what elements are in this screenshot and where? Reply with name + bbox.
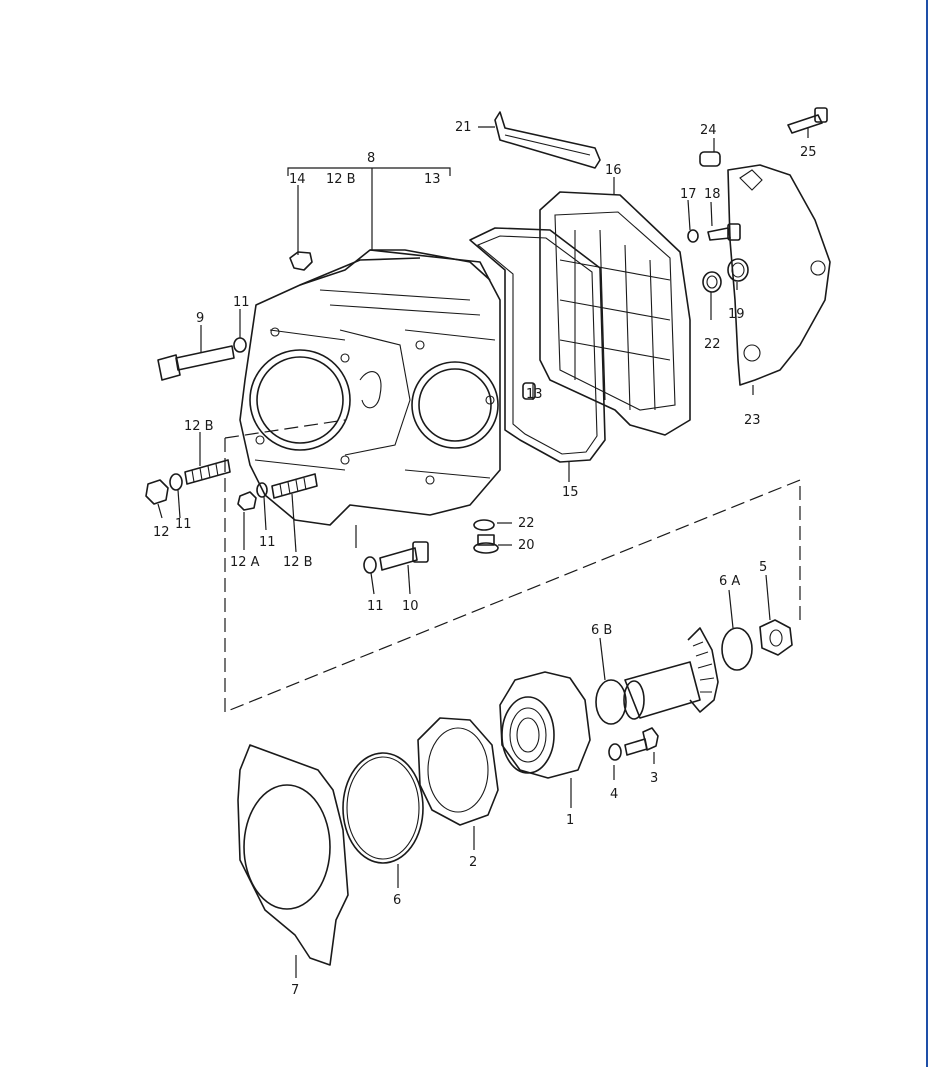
dowel-pin-13 (522, 382, 536, 400)
washer-11-d (363, 556, 377, 574)
label-1: 1 (566, 813, 574, 828)
bearing-carrier-1 (499, 671, 591, 779)
label-12a: 12 A (230, 555, 260, 570)
label-10: 10 (402, 599, 419, 614)
label-11-a: 11 (233, 295, 250, 310)
part-labels: 8 14 12 B 13 21 16 24 25 17 18 19 22 23 … (153, 120, 817, 998)
label-9: 9 (196, 311, 204, 326)
transmission-housing (239, 249, 501, 526)
label-22-b: 22 (518, 516, 535, 531)
label-6a: 6 A (719, 574, 740, 589)
label-18: 18 (704, 187, 721, 202)
bracket-21 (494, 111, 601, 169)
label-21: 21 (455, 120, 472, 135)
washer-11-a (233, 337, 247, 353)
label-5: 5 (759, 560, 767, 575)
label-22-a: 22 (704, 337, 721, 352)
label-20: 20 (518, 538, 535, 553)
stud-12b-mid (271, 473, 318, 499)
gasket-15 (469, 227, 606, 463)
label-12b-left: 12 B (184, 419, 214, 434)
shim-ring-6b (595, 679, 627, 725)
shim-2 (417, 717, 499, 826)
label-13: 13 (526, 387, 543, 402)
label-14: 14 (289, 172, 306, 187)
heat-shield-23 (727, 164, 831, 386)
drain-plug-20 (473, 534, 499, 554)
bolt-10 (379, 541, 429, 571)
gasket-7 (237, 744, 349, 966)
pinion-shaft (623, 627, 719, 720)
label-16: 16 (605, 163, 622, 178)
washer-11-b (169, 473, 183, 491)
assembly-outline (224, 419, 801, 713)
seal-ring-22 (702, 271, 722, 293)
label-12b-top: 12 B (326, 172, 356, 187)
label-24: 24 (700, 123, 717, 138)
label-6: 6 (393, 893, 401, 908)
label-3: 3 (650, 771, 658, 786)
label-12b-mid: 12 B (283, 555, 313, 570)
cover-16 (539, 191, 691, 436)
label-11-d: 11 (367, 599, 384, 614)
label-17: 17 (680, 187, 697, 202)
o-ring-6 (342, 752, 424, 864)
seal-ring-22-b (473, 519, 495, 531)
label-15: 15 (562, 485, 579, 500)
label-8: 8 (367, 151, 375, 166)
label-25: 25 (800, 145, 817, 160)
bolt-3 (624, 727, 659, 756)
label-11-c: 11 (259, 535, 276, 550)
label-12: 12 (153, 525, 170, 540)
label-2: 2 (469, 855, 477, 870)
label-11-b: 11 (175, 517, 192, 532)
label-4: 4 (610, 787, 618, 802)
plug-19 (727, 258, 749, 282)
stud-12b-left (184, 459, 231, 485)
nut-12 (145, 479, 169, 505)
washer-17 (687, 229, 699, 243)
sleeve-24 (699, 151, 721, 167)
bolt-18 (707, 223, 741, 241)
label-6b: 6 B (591, 623, 612, 638)
screw-25 (787, 107, 828, 134)
label-7: 7 (291, 983, 299, 998)
shim-ring-6a (721, 627, 753, 671)
bolt-9 (157, 345, 235, 381)
label-23: 23 (744, 413, 761, 428)
leader-lines (157, 126, 809, 978)
nut-12a (237, 491, 257, 511)
washer-11-c (256, 482, 268, 498)
label-13-top: 13 (424, 172, 441, 187)
nut-5 (759, 619, 793, 656)
label-19: 19 (728, 307, 745, 322)
washer-4 (608, 743, 622, 761)
plug-14 (289, 251, 313, 271)
